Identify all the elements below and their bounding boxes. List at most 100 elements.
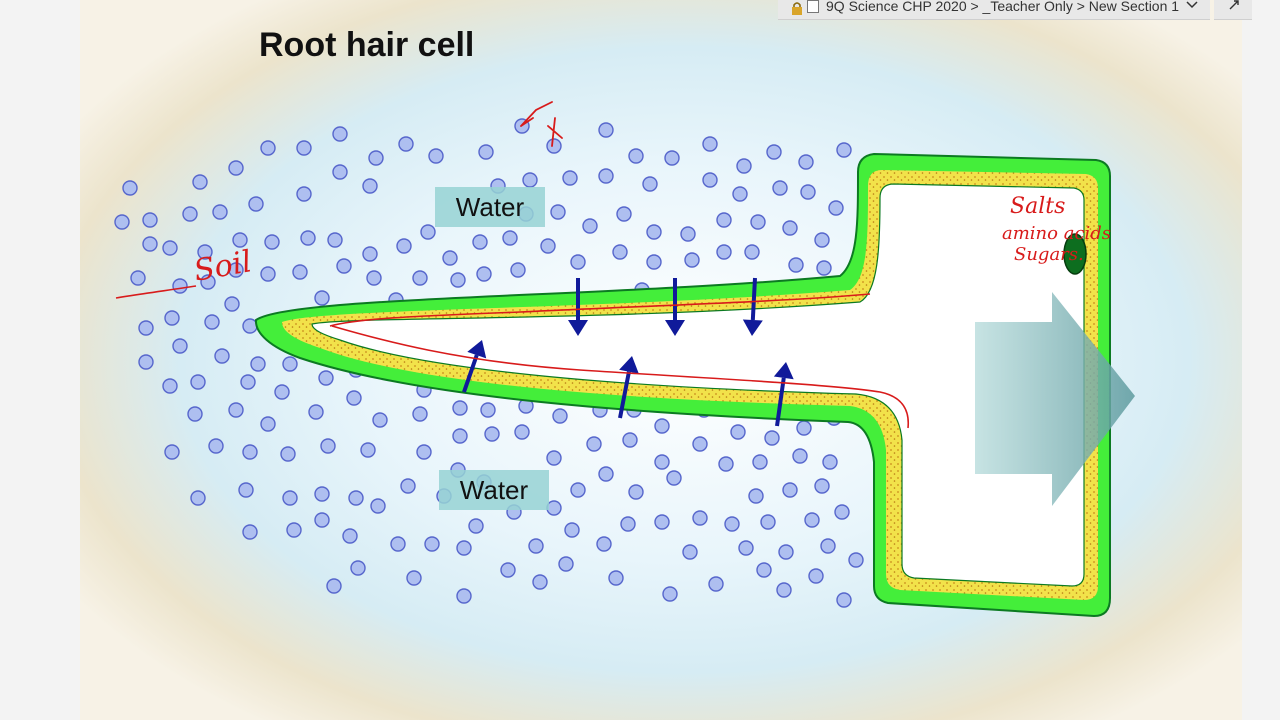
cell-cytoplasm: [311, 183, 1085, 587]
water-particle: [362, 246, 378, 262]
water-particle: [314, 512, 330, 528]
water-particle: [782, 482, 798, 498]
water-particle: [586, 436, 602, 452]
water-particle: [546, 450, 562, 466]
water-particle: [522, 172, 538, 188]
water-particle: [228, 402, 244, 418]
chevron-down-icon[interactable]: [1182, 0, 1202, 16]
water-particle: [478, 144, 494, 160]
water-particle: [716, 212, 732, 228]
water-particle: [646, 224, 662, 240]
water-particle: [342, 528, 358, 544]
water-particle: [296, 186, 312, 202]
water-particle: [528, 538, 544, 554]
water-particle: [242, 524, 258, 540]
water-particle: [240, 374, 256, 390]
water-particle: [628, 484, 644, 500]
water-particle: [510, 262, 526, 278]
water-arrow: [618, 356, 639, 419]
water-particle: [368, 150, 384, 166]
water-particle: [582, 218, 598, 234]
water-particle: [750, 214, 766, 230]
water-particle: [820, 538, 836, 554]
water-particle: [848, 552, 864, 568]
water-particle: [814, 478, 830, 494]
water-particle: [292, 264, 308, 280]
water-particle: [564, 522, 580, 538]
water-particle: [400, 478, 416, 494]
water-particle: [776, 582, 792, 598]
water-particle: [532, 574, 548, 590]
water-particle: [764, 430, 780, 446]
water-particle: [162, 378, 178, 394]
water-particle: [760, 514, 776, 530]
water-movement-arrows: [462, 277, 794, 427]
water-label-bottom: Water: [439, 470, 549, 510]
water-particle: [327, 232, 343, 248]
water-particle: [314, 290, 330, 306]
water-particle: [598, 122, 614, 138]
water-particle: [692, 436, 708, 452]
water-particle: [142, 236, 158, 252]
water-particle: [680, 226, 696, 242]
water-particle: [628, 148, 644, 164]
breadcrumb[interactable]: 9Q Science CHP 2020 > _Teacher Only > Ne…: [826, 0, 1180, 14]
water-particle: [372, 412, 388, 428]
water-particle: [664, 150, 680, 166]
water-particle: [424, 536, 440, 552]
water-particle: [514, 424, 530, 440]
water-particle: [654, 514, 670, 530]
water-particle: [702, 136, 718, 152]
water-particle: [682, 544, 698, 560]
water-particle: [642, 176, 658, 192]
water-particle: [450, 272, 466, 288]
diagram-title: Root hair cell: [259, 26, 475, 64]
water-particle: [370, 498, 386, 514]
water-particle: [286, 522, 302, 538]
water-particle: [296, 140, 312, 156]
water-particle: [476, 266, 492, 282]
water-particle: [122, 180, 138, 196]
water-particle: [836, 142, 852, 158]
water-particle: [282, 490, 298, 506]
water-particle: [362, 178, 378, 194]
water-particle: [260, 416, 276, 432]
water-particle: [187, 406, 203, 422]
water-particle: [828, 200, 844, 216]
water-particle: [598, 168, 614, 184]
diagram-frame: Root hair cell Water Water Soil Salts am…: [80, 0, 1242, 720]
water-particle: [646, 254, 662, 270]
water-particle: [756, 562, 772, 578]
expand-button[interactable]: [1214, 0, 1252, 20]
water-arrow: [665, 278, 685, 336]
water-particle: [192, 174, 208, 190]
water-particle: [242, 318, 258, 334]
water-particle: [390, 536, 406, 552]
water-particle: [772, 180, 788, 196]
water-particle: [114, 214, 130, 230]
water-particle: [808, 568, 824, 584]
lock-icon: [790, 1, 804, 15]
water-particle: [484, 426, 500, 442]
water-particle: [752, 454, 768, 470]
water-particle: [214, 348, 230, 364]
water-particle: [138, 354, 154, 370]
water-particle: [138, 320, 154, 336]
water-particle: [738, 540, 754, 556]
water-particle: [744, 244, 760, 260]
water-particle: [264, 234, 280, 250]
water-particle: [502, 230, 518, 246]
water-particle: [546, 500, 562, 516]
water-particle: [814, 232, 830, 248]
water-particle: [232, 232, 248, 248]
water-particle: [796, 420, 812, 436]
water-particle: [172, 278, 188, 294]
water-particle: [684, 252, 700, 268]
water-particle: [570, 482, 586, 498]
water-particle: [608, 570, 624, 586]
annotation-outline-hair: [331, 325, 909, 429]
water-particle: [242, 444, 258, 460]
water-particle: [164, 444, 180, 460]
annotation-salts: Salts: [1010, 194, 1066, 219]
breadcrumb-bar[interactable]: 9Q Science CHP 2020 > _Teacher Only > Ne…: [778, 0, 1210, 20]
